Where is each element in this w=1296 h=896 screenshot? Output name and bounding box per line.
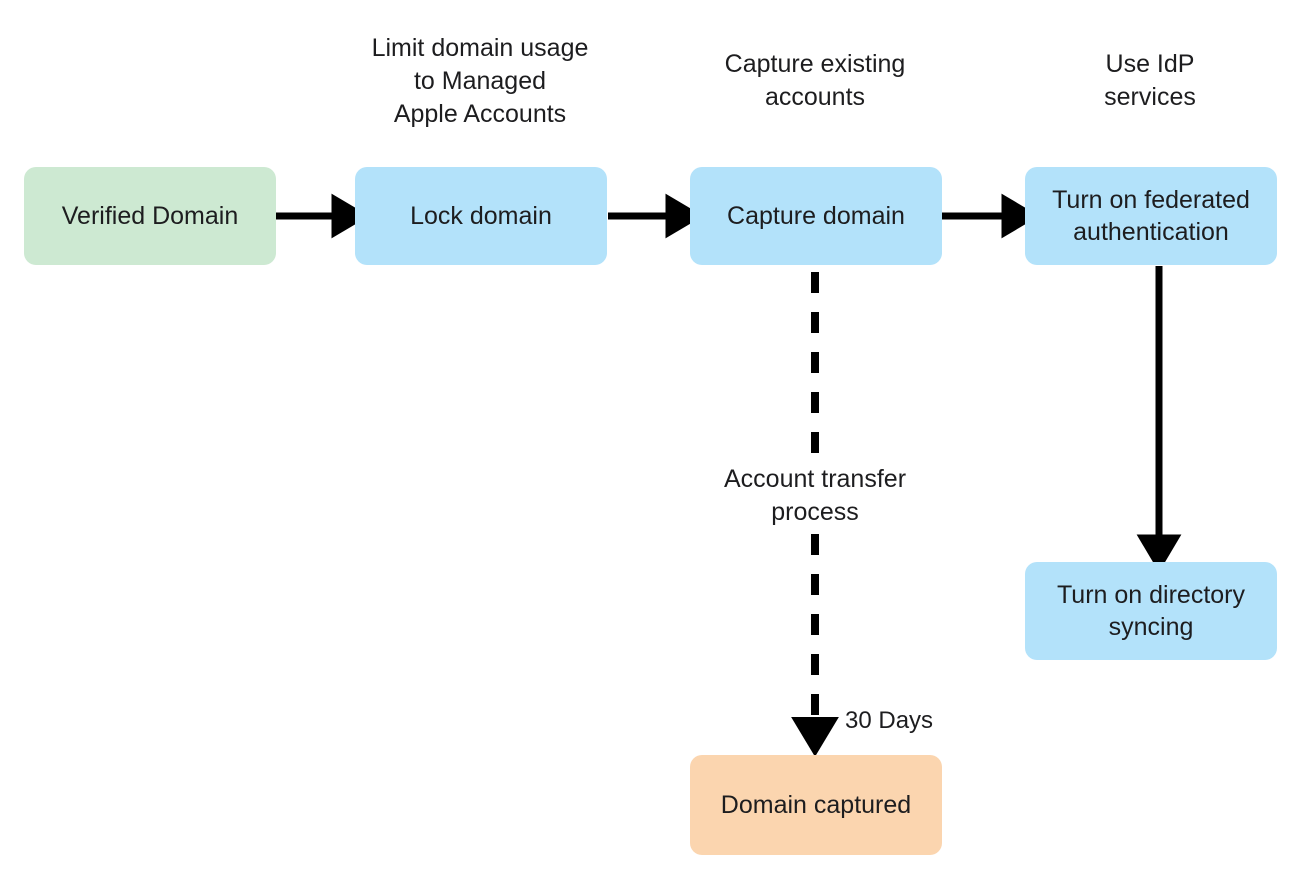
node-lock-domain-label: Lock domain — [410, 202, 552, 230]
node-capture-domain-label: Capture domain — [727, 202, 905, 230]
edge-label-account-transfer-process: Account transfer process — [723, 465, 907, 526]
node-directory-syncing[interactable]: Turn on directory syncing — [1025, 562, 1277, 660]
node-lock-domain[interactable]: Lock domain — [355, 167, 607, 265]
node-verified-domain[interactable]: Verified Domain — [24, 167, 276, 265]
node-federated-authentication[interactable]: Turn on federated authentication — [1025, 167, 1277, 265]
node-directory-syncing-label: Turn on directory syncing — [1056, 581, 1246, 641]
caption-lock-domain: Limit domain usage to Managed Apple Acco… — [371, 34, 589, 128]
node-verified-domain-label: Verified Domain — [61, 202, 239, 230]
caption-federated-auth: Use IdP services — [1104, 50, 1196, 111]
node-domain-captured-label: Domain captured — [720, 791, 912, 819]
node-federated-authentication-label: Turn on federated authentication — [1052, 186, 1250, 246]
node-capture-domain[interactable]: Capture domain — [690, 167, 942, 265]
caption-capture-domain: Capture existing accounts — [724, 50, 906, 111]
node-domain-captured[interactable]: Domain captured — [690, 755, 942, 855]
edge-label-30-days: 30 Days — [845, 707, 934, 734]
